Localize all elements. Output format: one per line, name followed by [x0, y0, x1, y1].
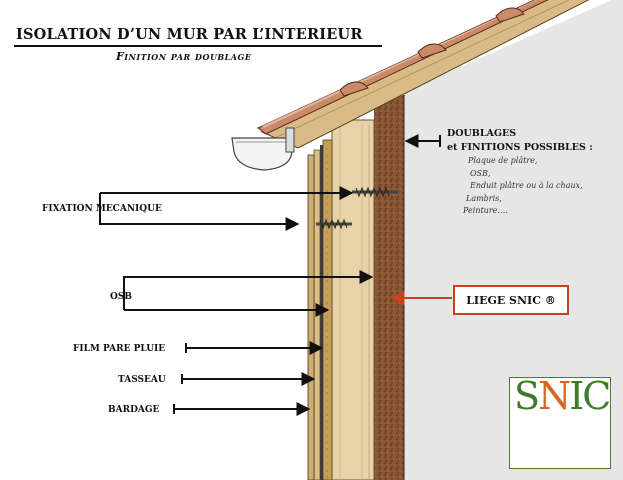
label-bardage: BARDAGE — [108, 405, 160, 415]
label-film-pare-pluie: FILM PARE PLUIE — [73, 344, 166, 354]
rain-film — [320, 145, 323, 480]
finitions-list: Plaque de plâtre, OSB, Enduit plâtre ou … — [463, 155, 583, 218]
snic-logo-text: SNIC — [514, 374, 611, 418]
label-osb: OSB — [110, 292, 132, 302]
finition-item: Enduit plâtre ou à la chaux, — [470, 181, 583, 190]
gutter — [231, 127, 295, 171]
osb-leader — [123, 270, 374, 317]
title-underline — [14, 45, 382, 47]
roof-tiles — [257, 0, 549, 135]
page-subtitle: Finition par doublage — [116, 50, 252, 63]
wood-stud — [331, 119, 375, 480]
label-tasseau: TASSEAU — [118, 375, 166, 385]
snic-logo: SNIC — [509, 374, 611, 469]
finition-item: OSB, — [470, 168, 491, 178]
label-fixation-mecanique: FIXATION MECANIQUE — [42, 204, 162, 214]
finition-item: Lambris, — [466, 193, 502, 203]
page-title: ISOLATION D’UN MUR PAR L’INTERIEUR — [16, 26, 363, 43]
label-finitions-possibles: et FINITIONS POSSIBLES : — [447, 142, 593, 153]
fixation-screw-2 — [316, 218, 352, 230]
label-doublages: DOUBLAGES — [447, 128, 517, 139]
siding — [307, 154, 315, 480]
finition-item: Peinture…. — [463, 206, 508, 215]
liege-snic-label: LIEGE SNIC ® — [466, 293, 556, 307]
fixation-screw — [352, 186, 398, 198]
cork-insulation-layer — [374, 95, 404, 480]
liege-snic-callout: LIEGE SNIC ® — [453, 285, 569, 315]
finition-item: Plaque de plâtre, — [468, 156, 538, 165]
interior-wall — [404, 0, 623, 480]
batten — [313, 149, 321, 480]
fixation-leader — [99, 186, 354, 231]
